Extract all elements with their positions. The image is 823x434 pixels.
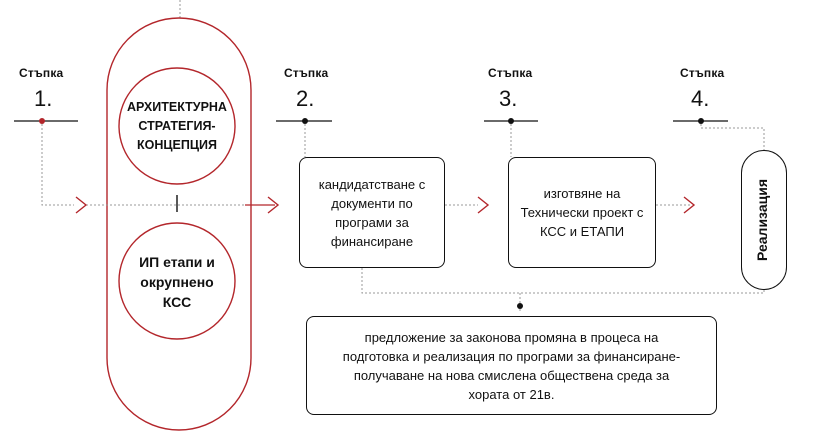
step3-number: 3.	[499, 86, 518, 111]
step4-box	[741, 150, 787, 290]
stage1-pill	[106, 17, 252, 431]
step4-label: Реализация	[754, 179, 770, 262]
step3-word: Стъпка	[488, 66, 533, 80]
step2-word: Стъпка	[284, 66, 329, 80]
step1-word: Стъпка	[19, 66, 64, 80]
step4-marker-dot	[698, 118, 704, 124]
step3-box: изготвяне на Технически проект с КСС и Е…	[508, 157, 656, 268]
bottom-collector-dotted	[361, 268, 765, 294]
step4-word: Стъпка	[680, 66, 725, 80]
step2-marker-dot	[302, 118, 308, 124]
step4-marker-dotted	[700, 124, 765, 150]
step1-connector	[41, 124, 74, 206]
step1-marker-dot	[39, 118, 45, 124]
step1-arrow	[75, 196, 88, 214]
step1-number: 1.	[34, 86, 53, 111]
step4-number: 4.	[691, 86, 710, 111]
bottom-proposal-box: предложение за законова промяна в процес…	[306, 316, 717, 415]
ip-circle-label: ИП етапи и окрупнено КСС	[139, 254, 215, 310]
strategy-circle	[118, 67, 236, 185]
step3-to-step4-arrow	[683, 196, 696, 214]
collector-dot	[517, 303, 523, 309]
ip-circle	[118, 222, 236, 340]
step3-marker-dot	[508, 118, 514, 124]
strategy-circle-label: АРХИТЕКТУРНА СТРАТЕГИЯ- КОНЦЕПЦИЯ	[127, 99, 227, 152]
step2-box: кандидатстване с документи по програми з…	[299, 157, 445, 268]
step2-number: 2.	[296, 86, 315, 111]
pill-to-step2-arrowhead	[267, 196, 280, 214]
step2-to-step3-arrow	[477, 196, 490, 214]
